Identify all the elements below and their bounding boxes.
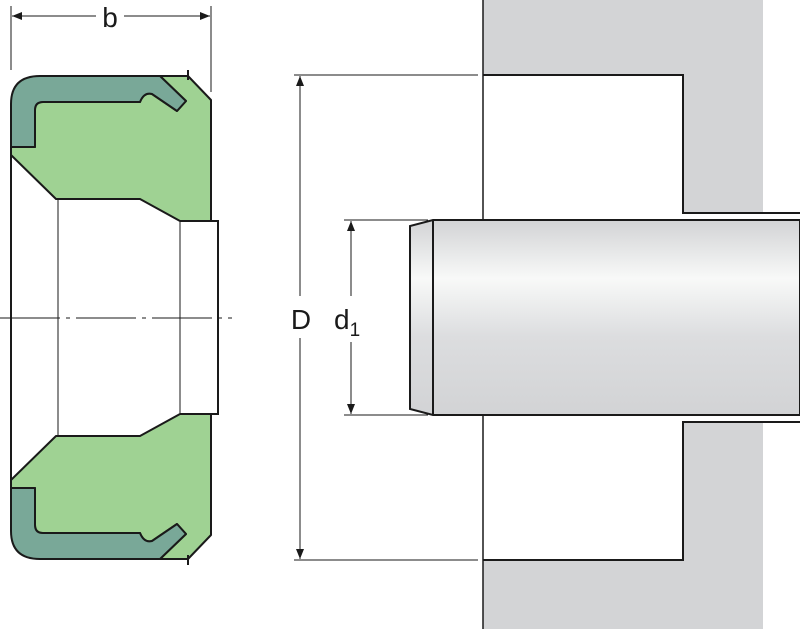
- shaft: [409, 219, 800, 416]
- seal-bore-lines: [0, 150, 232, 485]
- dimension-b: [10, 6, 212, 92]
- label-d: d: [334, 304, 350, 335]
- dimension-d1: [344, 219, 428, 416]
- housing: [482, 0, 800, 629]
- seal-cross-section: [10, 70, 212, 222]
- dimension-D: [294, 74, 478, 561]
- label-D: D: [291, 304, 311, 335]
- label-d1: d1: [334, 304, 360, 341]
- label-b: b: [102, 2, 118, 33]
- label-subscript-1: 1: [350, 320, 361, 341]
